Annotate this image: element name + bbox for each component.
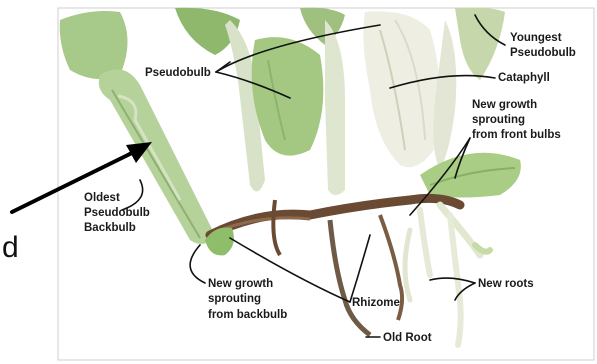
label-old-root: Old Root — [383, 332, 432, 344]
label-new-roots: New roots — [478, 278, 534, 290]
label-cataphyll: Cataphyll — [498, 72, 550, 84]
label-new-growth-front-line3: from front bulbs — [472, 129, 561, 141]
label-oldest-line3: Backbulb — [84, 222, 136, 234]
label-youngest-pseudobulb-line1: Youngest — [510, 32, 562, 44]
label-pseudobulb: Pseudobulb — [145, 67, 211, 79]
label-rhizome: Rhizome — [352, 297, 400, 309]
label-oldest-line1: Oldest — [84, 192, 120, 204]
label-oldest-line2: Pseudobulb — [84, 207, 150, 219]
label-new-growth-front-line1: New growth — [472, 99, 537, 111]
label-new-growth-front-line2: sprouting — [472, 114, 525, 126]
label-new-growth-back-line1: New growth — [208, 278, 273, 290]
label-new-growth-back-line3: from backbulb — [208, 309, 287, 321]
left-edge-text: d — [2, 231, 19, 264]
label-youngest-pseudobulb-line2: Pseudobulb — [510, 47, 576, 59]
label-new-growth-back-line2: sprouting — [208, 293, 261, 305]
